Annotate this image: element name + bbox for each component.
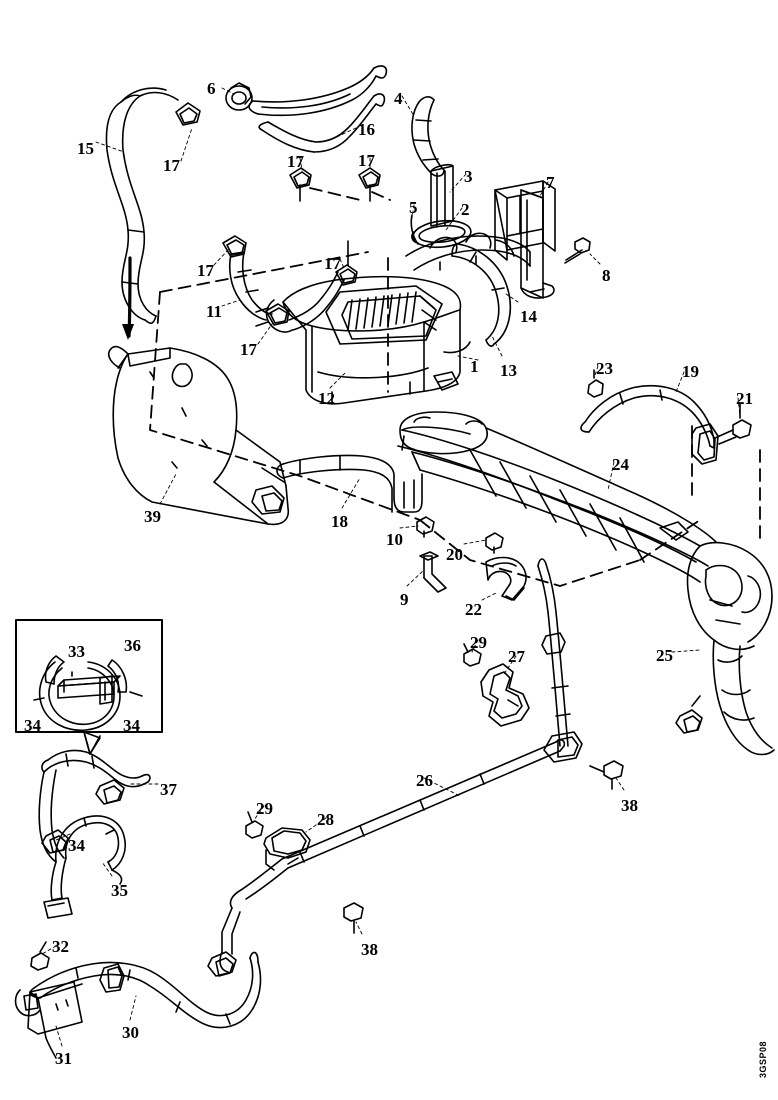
callout-35: 35: [111, 881, 128, 900]
fitting-pipe-end-a: [207, 951, 237, 977]
inset-detail-box: [15, 619, 163, 755]
clamp-17-c: [358, 167, 381, 202]
callout-17-f: 17: [240, 340, 257, 359]
callout-31: 31: [55, 1049, 72, 1068]
part-12-hose: [288, 271, 345, 331]
part-18-pipe: [276, 454, 423, 513]
callout-33: 33: [68, 642, 85, 661]
part-14-manifold: [405, 232, 531, 271]
part-7-bracket: [494, 180, 556, 299]
callout-3: 3: [464, 167, 473, 186]
callout-17-b: 17: [287, 152, 304, 171]
part-30-hose: [29, 951, 262, 1029]
callout-19: 19: [682, 362, 699, 381]
callout-1: 1: [470, 357, 479, 376]
clamp-17-b: [289, 167, 312, 202]
callout-4: 4: [394, 89, 403, 108]
callout-17-d: 17: [324, 254, 341, 273]
part-25-housing: [686, 541, 775, 756]
part-28-clamp: [263, 827, 311, 871]
part-39-shield: [107, 345, 290, 526]
part-20-bolt: [485, 532, 504, 554]
callout-18: 18: [331, 512, 348, 531]
part-8-bolt: [564, 237, 591, 264]
watermark-text: 3GSP08: [758, 1040, 768, 1078]
part-38-bolt-b: [343, 902, 364, 934]
part-38-bolt-a: [589, 760, 624, 790]
callout-32: 32: [52, 937, 69, 956]
callout-26: 26: [416, 771, 433, 790]
callout-2: 2: [461, 200, 470, 219]
callout-17-e: 17: [197, 261, 214, 280]
callout-23: 23: [596, 359, 613, 378]
part-35-hose: [43, 815, 127, 919]
callout-17-c: 17: [358, 151, 375, 170]
callout-13: 13: [500, 361, 517, 380]
part-24-rail: [397, 411, 717, 583]
callout-34-a: 34: [24, 716, 41, 735]
callout-34-b: 34: [123, 716, 140, 735]
callout-20: 20: [446, 545, 463, 564]
part-29-bolt-a: [463, 643, 482, 667]
part-6-grommet: [225, 82, 253, 111]
callout-36: 36: [124, 636, 141, 655]
callout-14: 14: [520, 307, 537, 326]
part-10-bolt: [416, 516, 435, 538]
callout-10: 10: [386, 530, 403, 549]
part-34-clamp-lower: [41, 829, 69, 854]
callout-17-a: 17: [163, 156, 180, 175]
callout-21: 21: [736, 389, 753, 408]
callout-15: 15: [77, 139, 94, 158]
part-37-hose: [38, 749, 151, 863]
callout-24: 24: [612, 455, 629, 474]
part-27-bracket: [480, 663, 530, 727]
callout-7: 7: [546, 173, 555, 192]
callout-22: 22: [465, 600, 482, 619]
callout-39: 39: [144, 507, 161, 526]
clamp-17-f: [265, 303, 290, 326]
callout-29-b: 29: [256, 799, 273, 818]
part-29-bolt-b: [245, 811, 264, 839]
callout-9: 9: [400, 590, 409, 609]
callout-34-c: 34: [68, 836, 85, 855]
fitting-pipe-end-b: [675, 695, 703, 734]
callout-5: 5: [409, 198, 418, 217]
watermark: 3GSP08: [756, 1034, 770, 1080]
callout-11: 11: [206, 302, 223, 321]
part-22-bracket: [485, 556, 527, 601]
callout-38-b: 38: [361, 940, 378, 959]
part-9-clip: [419, 551, 447, 593]
part-32-bolt: [30, 941, 50, 971]
callout-37: 37: [160, 780, 177, 799]
assembly-dashed-lines: [149, 187, 761, 587]
callout-8: 8: [602, 266, 611, 285]
callout-6: 6: [207, 79, 216, 98]
part-26-pipe: [219, 739, 566, 973]
callout-12: 12: [318, 389, 335, 408]
part-1-cooler: [255, 275, 471, 405]
callout-38-a: 38: [621, 796, 638, 815]
callout-25: 25: [656, 646, 673, 665]
part-23-bolt: [587, 369, 604, 398]
callout-27: 27: [508, 647, 525, 666]
part-15-hose: [105, 87, 179, 325]
callout-29-a: 29: [470, 633, 487, 652]
callout-30: 30: [122, 1023, 139, 1042]
callout-28: 28: [317, 810, 334, 829]
callout-16: 16: [358, 120, 375, 139]
part-16-hose: [248, 65, 388, 153]
clamp-17-a: [175, 102, 201, 126]
part-5-stub: [410, 214, 419, 245]
